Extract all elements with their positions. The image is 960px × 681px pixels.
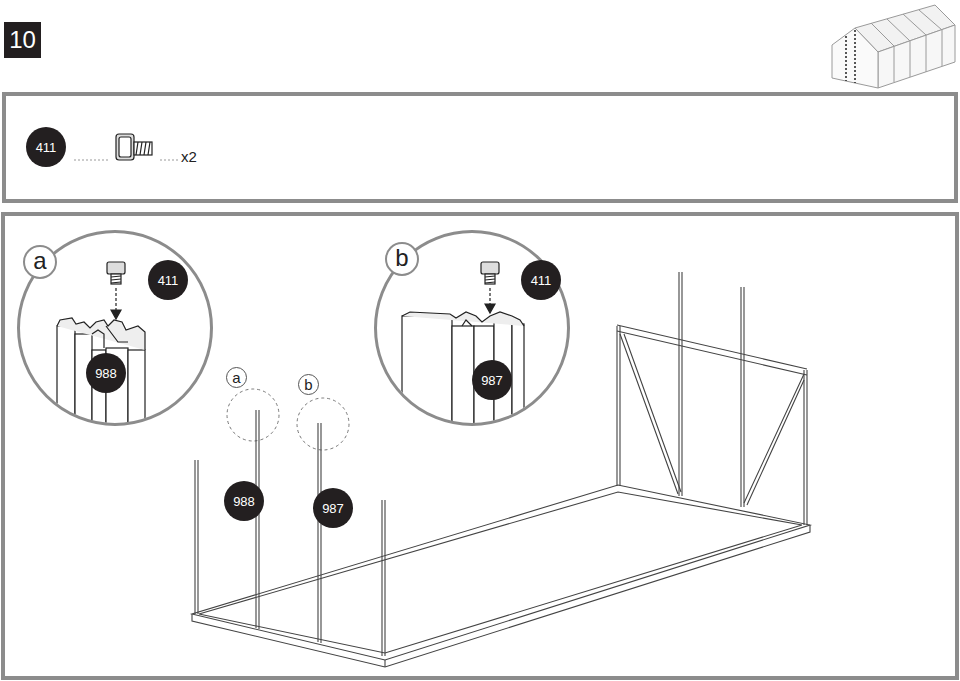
label-text: x2	[181, 149, 197, 164]
detail-marker: a	[226, 367, 247, 388]
label-text: 987	[481, 374, 503, 387]
label-text: 411	[158, 274, 179, 287]
callout-number: 411	[148, 260, 188, 300]
screw-icon	[116, 134, 152, 160]
step-number: 10	[4, 22, 41, 58]
label-text: b	[304, 377, 312, 392]
profile-988	[57, 318, 145, 436]
label-text: 988	[233, 495, 255, 508]
detail-letter: b	[385, 242, 419, 276]
detail-letter: a	[23, 245, 57, 279]
detail-circle: a 411 988	[17, 230, 213, 426]
callout-number: 987	[313, 488, 353, 528]
screw-a	[107, 262, 125, 319]
greenhouse-thumbnail	[832, 5, 955, 88]
label-text: 411	[531, 274, 552, 287]
highlight-circle	[297, 398, 349, 450]
label-text: 987	[322, 502, 344, 515]
callout-number: 988	[224, 481, 264, 521]
parts-row	[74, 134, 178, 160]
callout-number: 988	[86, 353, 126, 393]
highlight-circle	[227, 389, 279, 441]
label-text: 411	[36, 141, 57, 154]
callout-number: 411	[26, 127, 66, 167]
greenhouse-frame	[192, 272, 810, 667]
detail-circle: b 411 987	[374, 230, 570, 426]
label-text: 10	[9, 28, 36, 52]
profile-987	[402, 312, 524, 436]
label-text: a	[232, 370, 240, 385]
label-text: 988	[95, 367, 117, 380]
detail-marker: b	[298, 374, 319, 395]
screw-b	[481, 262, 499, 313]
callout-number: 411	[521, 260, 561, 300]
parts-panel: x2 411	[2, 92, 958, 203]
callout-number: 987	[472, 360, 512, 400]
main-panel	[3, 214, 957, 678]
